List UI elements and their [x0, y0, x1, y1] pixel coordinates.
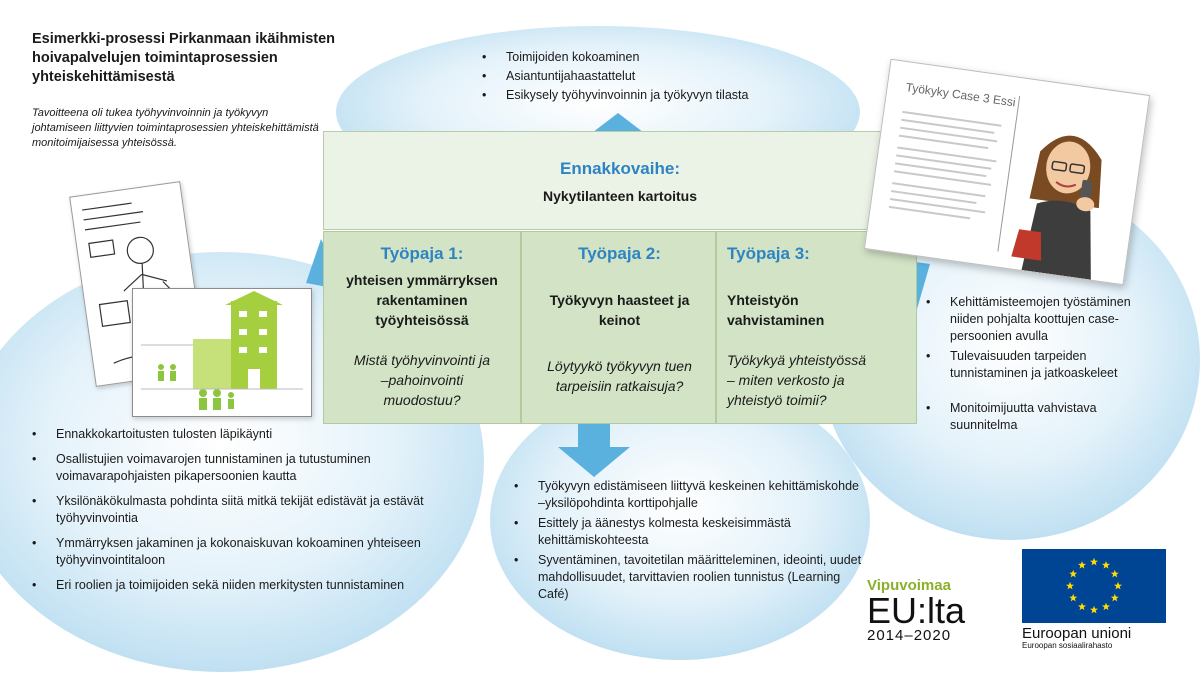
page-title: Esimerkki-prosessi Pirkanmaan ikäihmiste…	[32, 30, 372, 87]
workshop-question-line: Löytyykö työkyvyn tuen	[547, 358, 692, 374]
logo-text: 2014–2020	[867, 627, 952, 644]
workshop-1-box: Työpaja 1: yhteisen ymmärryksen rakentam…	[323, 231, 521, 424]
eu-star-icon	[1090, 605, 1098, 614]
list-item: Asiantuntijahaastattelut	[480, 67, 820, 86]
workshop-subtitle-line: Yhteistyön	[727, 292, 799, 308]
workshop-subtitle: yhteisen ymmärryksen rakentaminen työyht…	[324, 270, 520, 330]
eu-star-icon	[1066, 581, 1074, 590]
eu-logo-subtext: Euroopan sosiaalirahasto	[1022, 641, 1113, 650]
subtitle-line: Tavoitteena oli tukea työhyvinvoinnin ja…	[32, 107, 269, 119]
workshop-3-box: Työpaja 3: Yhteistyön vahvistaminen Työk…	[716, 231, 917, 424]
list-item: Monitoimijuutta vahvistava suunnitelma	[924, 400, 1139, 434]
vipuvoimaa-logo: Vipuvoimaa EU:lta 2014–2020	[867, 577, 997, 644]
eu-star-icon	[1078, 561, 1086, 569]
workshop-question-line: – miten verkosto ja	[727, 372, 845, 388]
eu-star-icon	[1110, 593, 1119, 602]
list-item: Syventäminen, tavoitetilan määrittelemin…	[512, 552, 862, 603]
eu-star-icon	[1078, 602, 1086, 611]
list-item: Osallistujien voimavarojen tunnistaminen…	[30, 451, 430, 485]
workshop-subtitle: Työkyvyn haasteet ja keinot	[528, 290, 711, 330]
list-center: Työkyvyn edistämiseen liittyvä keskeinen…	[512, 478, 862, 606]
workshop-question-line: tarpeisiin ratkaisuja?	[555, 378, 684, 394]
list-item: Eri roolien ja toimijoiden sekä niiden m…	[30, 577, 430, 594]
workshop-subtitle-line: vahvistaminen	[727, 312, 825, 328]
workshop-subtitle-line: yhteisen ymmärryksen	[346, 272, 498, 288]
page-subtitle: Tavoitteena oli tukea työhyvinvoinnin ja…	[32, 106, 382, 151]
eu-flag-icon	[1022, 549, 1166, 623]
workshop-question-line: muodostuu?	[383, 392, 461, 408]
workshop-2-box: Työpaja 2: Työkyvyn haasteet ja keinot L…	[521, 231, 716, 424]
workshop-question-line: yhteistyö toimii?	[727, 392, 827, 408]
title-line: yhteiskehittämisestä	[32, 69, 175, 85]
subtitle-line: johtamiseen liittyvien toimintaprosessie…	[32, 122, 319, 134]
eu-star-icon	[1102, 561, 1110, 569]
list-right: Kehittämisteemojen työstäminen niiden po…	[924, 294, 1139, 437]
list-item: Ennakkokartoitusten tulosten läpikäynti	[30, 426, 430, 443]
workshop-question-line: Työkykyä yhteistyössä	[727, 352, 867, 368]
list-item: Esittely ja äänestys kolmesta keskeisimm…	[512, 515, 862, 549]
eu-stars-icon	[1066, 557, 1122, 614]
workshop-question: Työkykyä yhteistyössä – miten verkosto j…	[727, 350, 915, 410]
case-card-drawing	[888, 95, 1102, 280]
eu-star-icon	[1114, 581, 1122, 590]
title-line: Esimerkki-prosessi Pirkanmaan ikäihmiste…	[32, 31, 336, 47]
workshop-title: Työpaja 1:	[380, 244, 464, 263]
eu-star-icon	[1090, 557, 1098, 566]
list-item: Tulevaisuuden tarpeiden tunnistaminen ja…	[924, 348, 1139, 382]
workshop-title: Työpaja 3:	[727, 244, 810, 263]
workshop-subtitle-line: työyhteisössä	[375, 312, 469, 328]
eu-star-icon	[1069, 593, 1078, 602]
workshop-question-line: Mistä työhyvinvointi ja	[353, 352, 491, 368]
list-item: Esikysely työhyvinvoinnin ja työkyvyn ti…	[480, 86, 820, 105]
eu-logo-text: Euroopan unioni	[1022, 625, 1132, 642]
list-left: Ennakkokartoitusten tulosten läpikäynti …	[30, 426, 430, 602]
list-item: Kehittämisteemojen työstäminen niiden po…	[924, 294, 1139, 345]
workshop-question-line: –pahoinvointi	[380, 372, 464, 388]
house-icon	[141, 291, 303, 410]
phase-subtitle: Nykytilanteen kartoitus	[542, 188, 698, 204]
eu-star-icon	[1102, 602, 1110, 611]
subtitle-line: monitoimijaisessa yhteisössä.	[32, 137, 177, 149]
list-item: Ymmärryksen jakaminen ja kokonaiskuvan k…	[30, 535, 430, 569]
list-top: Toimijoiden kokoaminen Asiantuntijahaast…	[480, 48, 820, 105]
workshop-subtitle: Yhteistyön vahvistaminen	[727, 290, 915, 330]
workshop-subtitle-line: rakentaminen	[376, 292, 468, 308]
phase-box: Ennakkovaihe: Nykytilanteen kartoitus	[323, 131, 917, 230]
phase-title: Ennakkovaihe:	[560, 159, 680, 178]
persona-woman-icon	[1011, 135, 1102, 280]
workshop-question: Löytyykö työkyvyn tuen tarpeisiin ratkai…	[528, 356, 711, 396]
wellbeing-house-image	[132, 288, 312, 417]
workshop-subtitle-line: Työkyvyn haasteet ja	[549, 292, 690, 308]
eu-star-icon	[1069, 569, 1078, 578]
workshop-subtitle-line: keinot	[598, 312, 641, 328]
list-item: Toimijoiden kokoaminen	[480, 48, 820, 67]
case-persona-card: Työkyky Case 3 Essi	[863, 58, 1151, 286]
logo-text: EU:lta	[867, 590, 966, 631]
arrow-down	[558, 424, 630, 477]
logo-text: Vipuvoimaa	[867, 577, 951, 594]
title-line: hoivapalvelujen toimintaprosessien	[32, 50, 278, 66]
workshop-title: Työpaja 2:	[578, 244, 661, 263]
workshop-question: Mistä työhyvinvointi ja –pahoinvointi mu…	[324, 350, 520, 410]
eu-star-icon	[1110, 569, 1119, 578]
list-item: Työkyvyn edistämiseen liittyvä keskeinen…	[512, 478, 862, 512]
list-item: Yksilönäkökulmasta pohdinta siitä mitkä …	[30, 493, 430, 527]
